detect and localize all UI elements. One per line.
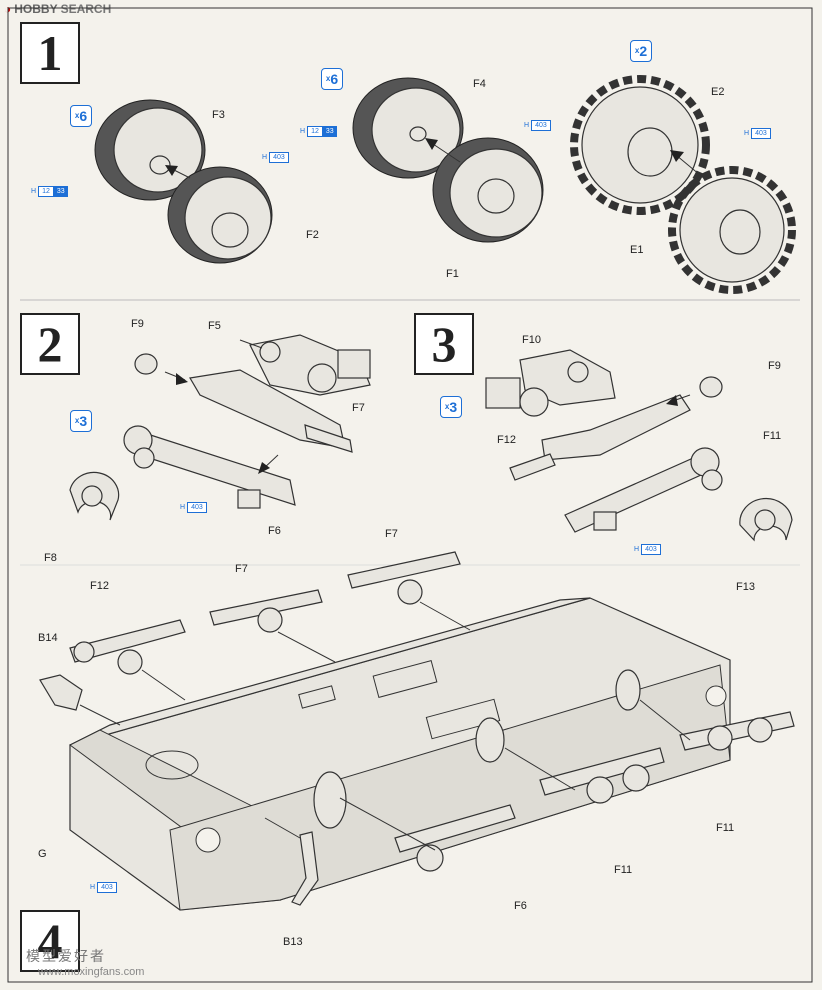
paint-12: 12 [38,186,54,197]
arrow-f1-f4 [429,141,461,163]
step2-assembly [69,334,371,521]
paint-h: H [262,154,268,161]
wheel-f3 [94,99,206,201]
part-label-step3-f11: F11 [763,430,782,442]
part-label-step4-f11-left: F11 [614,864,633,876]
paint-h: H [634,546,640,553]
part-label-step3-f12: F12 [497,434,516,446]
paint-h: H [300,128,306,135]
qty-value: 2 [639,43,648,59]
wheel-f2 [167,166,273,264]
wheel-f1 [432,137,544,243]
part-label-step3-f9: F9 [768,360,781,372]
part-label-step4-f11-right: F11 [716,822,735,834]
qty-value: 6 [330,71,339,87]
part-label-step4-b13: B13 [283,936,303,948]
step-number-1: 1 [20,22,80,84]
sprocket-e2 [570,75,710,215]
watermark-url: www.moxingfans.com [38,966,145,978]
paint-12: 12 [307,126,323,137]
paint-h: H [90,884,96,891]
part-label-f3: F3 [212,109,225,121]
paint-403: 403 [641,544,661,555]
qty-value: 6 [79,108,88,124]
arrow-e1-e2-head [670,150,684,162]
part-label-step3-f13: F13 [736,581,755,593]
paint-33: 33 [53,186,68,197]
part-label-step4-f7-left: F7 [235,563,248,575]
paint-403: 403 [751,128,771,139]
part-label-step4-f12: F12 [90,580,109,592]
paint-h: H [524,122,530,129]
qty-prefix: x [74,416,80,425]
part-label-f1: F1 [446,268,459,280]
paint-403: 403 [531,120,551,131]
paint-h: H [180,504,186,511]
qty-value: 3 [449,399,458,415]
step-number-2: 2 [20,313,80,375]
arrow-e1-e2 [675,154,707,181]
watermark-chinese: 模型爱好者 [26,948,106,964]
step4-arms [39,551,795,906]
step-number-3: 3 [414,313,474,375]
part-label-step2-f5: F5 [208,320,221,332]
part-label-step4-f7-right: F7 [385,528,398,540]
part-label-f2: F2 [306,229,319,241]
wheel-f4 [352,77,464,179]
quantity-badge-step2: x3 [70,410,92,432]
part-label-step2-f7: F7 [352,402,365,414]
part-label-step4-b14: B14 [38,632,58,644]
paint-33: 33 [322,126,337,137]
brand-search-text: SEARCH [60,2,112,16]
page-frame [7,7,813,983]
part-label-step4-f6: F6 [514,900,527,912]
arrow-f1-f4-head [425,138,438,150]
paint-403: 403 [97,882,117,893]
qty-prefix: x [634,46,640,55]
paint-h: H [744,130,750,137]
arrow-f2-f3-head [165,165,178,176]
part-label-step2-f9: F9 [131,318,144,330]
part-label-step4-g: G [38,848,47,860]
quantity-badge-f3: x6 [70,105,92,127]
paint-403: 403 [187,502,207,513]
brand-hobby-text: HOBBY [14,2,58,16]
part-label-f4: F4 [473,78,486,90]
part-label-e1: E1 [630,244,644,256]
qty-value: 3 [79,413,88,429]
paint-403: 403 [269,152,289,163]
part-label-step2-f8: F8 [44,552,57,564]
sprocket-e1 [668,166,796,294]
quantity-badge-step3: x3 [440,396,462,418]
part-label-step2-f6: F6 [268,525,281,537]
part-label-e2: E2 [711,86,725,98]
step3-assembly [485,349,793,542]
paint-h: H [31,188,37,195]
quantity-badge-e: x2 [630,40,652,62]
quantity-badge-f4: x6 [321,68,343,90]
qty-prefix: x [325,74,331,83]
qty-prefix: x [74,111,80,120]
part-label-step3-f10: F10 [522,334,541,346]
step-number-4: 4 [20,910,80,972]
qty-prefix: x [444,402,450,411]
